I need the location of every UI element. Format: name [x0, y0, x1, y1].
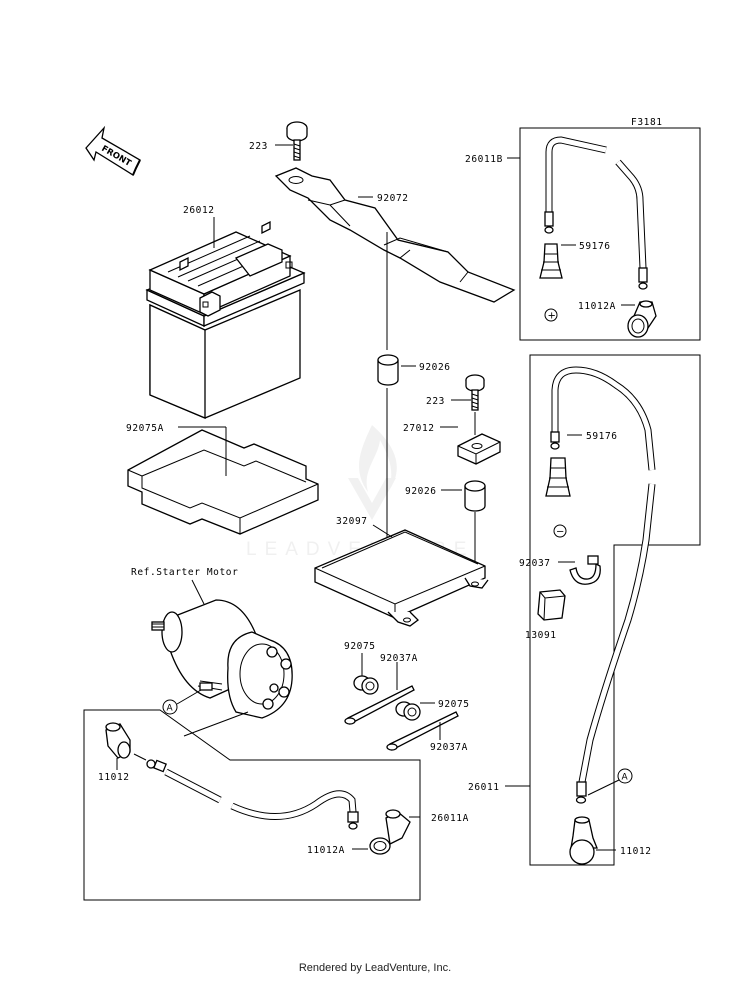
callout-11012-left: 11012: [98, 772, 130, 783]
rubber-cap: [537, 589, 566, 621]
ref-a-right: A: [622, 773, 629, 783]
starter-terminal-cap: [105, 722, 131, 759]
negative-cable: [550, 366, 656, 804]
ref-a-left-marker: [162, 699, 178, 715]
minus-marker: [553, 524, 567, 538]
grommet-b: [395, 701, 421, 721]
callout-13091: 13091: [525, 630, 557, 641]
leader-ref-starter: [191, 579, 205, 605]
callout-92026-top: 92026: [419, 362, 451, 373]
callout-26011: 26011: [468, 782, 500, 793]
band-a: [344, 685, 415, 725]
leader-ref-a-right: [587, 779, 620, 796]
callout-92072: 92072: [377, 193, 409, 204]
battery: [145, 220, 306, 419]
motor-terminal-line: [183, 711, 249, 737]
callout-27012: 27012: [403, 423, 435, 434]
leader-ref-a-left: [176, 689, 202, 705]
callout-11012A-bot: 11012A: [307, 845, 345, 856]
bolt-top: [286, 121, 308, 161]
box-negative-cable: [529, 354, 701, 866]
box-positive-cable: [519, 127, 701, 341]
plus-sign: +: [548, 311, 556, 322]
ref-a-left: A: [167, 704, 174, 714]
callout-59176-top: 59176: [579, 241, 611, 252]
callout-32097: 32097: [336, 516, 368, 527]
clip-nut: [457, 433, 501, 465]
callout-26011B: 26011B: [465, 154, 503, 165]
ref-starter-motor: Ref.Starter Motor: [131, 567, 238, 578]
callout-223-top: 223: [249, 141, 268, 152]
callout-11012A-top: 11012A: [578, 301, 616, 312]
terminal-cap-positive: [627, 300, 657, 338]
callout-92075A: 92075A: [126, 423, 164, 434]
callout-11012-right: 11012: [620, 846, 652, 857]
battery-case: [314, 529, 489, 627]
terminal-boot-positive: [539, 243, 563, 279]
band-b: [386, 711, 459, 751]
positive-cable: [544, 136, 648, 290]
figure-code: F3181: [631, 117, 663, 128]
front-arrow-icon: FRONT: [85, 125, 141, 176]
box-starter-cable: [83, 709, 421, 901]
spacer-top: [377, 354, 399, 386]
bolt-mid: [465, 374, 485, 411]
minus-sign: −: [556, 527, 564, 538]
callout-26012: 26012: [183, 205, 215, 216]
starter-motor: [151, 599, 293, 719]
callout-92026-mid: 92026: [405, 486, 437, 497]
terminal-boot-negative: [545, 457, 571, 497]
terminal-cap-negative: [569, 816, 598, 865]
callout-223-mid: 223: [426, 396, 445, 407]
grommet-a: [353, 675, 379, 695]
cable-clamp: [569, 555, 601, 585]
spacer-mid: [464, 480, 486, 512]
leader-32097: [372, 524, 393, 538]
ref-a-right-marker: [617, 768, 633, 784]
callout-92037A-b: 92037A: [430, 742, 468, 753]
starter-terminal-cap-2: [369, 809, 411, 855]
callout-59176-mid: 59176: [586, 431, 618, 442]
callout-92075-a: 92075: [344, 641, 376, 652]
footer-credit: Rendered by LeadVenture, Inc.: [298, 962, 452, 974]
callout-92037A-a: 92037A: [380, 653, 418, 664]
callout-92075-b: 92075: [438, 699, 470, 710]
plus-marker: [544, 308, 558, 322]
starter-cable: [133, 753, 359, 830]
battery-pad: [127, 429, 319, 535]
hold-down-bracket: [274, 167, 516, 303]
callout-92037: 92037: [519, 558, 551, 569]
callout-26011A: 26011A: [431, 813, 469, 824]
